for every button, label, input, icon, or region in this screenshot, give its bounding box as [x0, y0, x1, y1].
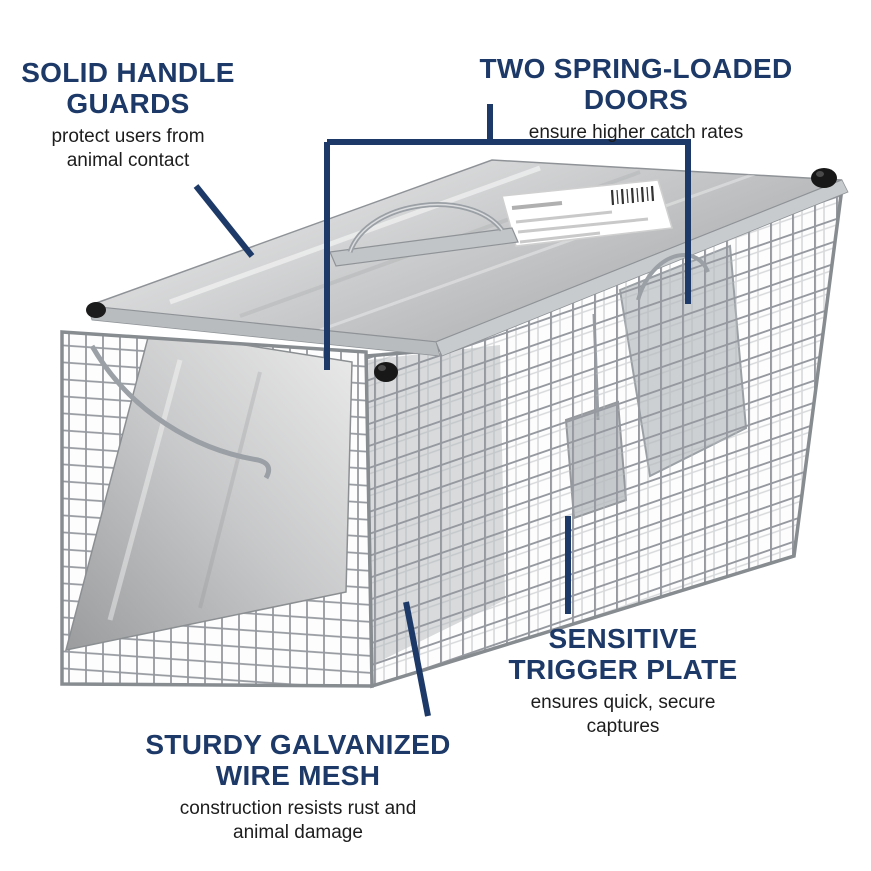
barcode [610, 185, 655, 206]
handle-guards-title-line1: SOLID HANDLE [21, 57, 235, 88]
wire-mesh-title-line2: WIRE MESH [215, 759, 381, 791]
handle-guard-plate [329, 227, 519, 267]
callout-wire-mesh: STURDY GALVANIZED WIRE MESH construction… [144, 729, 452, 844]
label-text-lines [511, 201, 649, 244]
left-door-handle-wire [89, 344, 272, 480]
knob-left-lid-corner [86, 302, 106, 318]
handle-guards-subtitle-line2: animal contact [66, 149, 190, 171]
wire-mesh-subtitle-line2: animal damage [233, 821, 363, 843]
knob-right-end [811, 168, 837, 188]
trigger-plate-subtitle-line2: captures [586, 715, 660, 737]
callout-spring-doors: TWO SPRING-LOADED DOORS ensure higher ca… [430, 53, 842, 145]
spring-doors-subtitle: ensure higher catch rates [528, 121, 744, 143]
lid-handle [329, 202, 519, 267]
callout-lines [193, 104, 691, 717]
callout-line-handle-guards [193, 184, 255, 258]
wire-mesh-title-line1: STURDY GALVANIZED [145, 729, 451, 760]
callout-trigger-plate: SENSITIVE TRIGGER PLATE ensures quick, s… [494, 623, 752, 738]
door-lock-knobs [86, 168, 837, 382]
callout-handle-guards: SOLID HANDLE GUARDS protect users from a… [14, 57, 242, 172]
handle-guards-title-line2: GUARDS [66, 87, 190, 119]
callout-bracket-spring-doors [324, 104, 691, 370]
lid-edge-right [435, 179, 849, 357]
spring-door-arm-wire [636, 253, 710, 301]
left-door-panel [64, 332, 353, 651]
spring-doors-title: TWO SPRING-LOADED DOORS [479, 53, 793, 115]
handle-guards-subtitle-line1: protect users from [51, 125, 205, 147]
trigger-plate-title-line2: TRIGGER PLATE [508, 653, 738, 685]
knob-front-left [374, 362, 398, 382]
trigger-plate-title-line1: SENSITIVE [548, 623, 698, 654]
left-end-panel [60, 330, 374, 688]
wire-mesh-subtitle-line1: construction resists rust and [179, 797, 417, 819]
trigger-plate-subtitle-line1: ensures quick, secure [530, 691, 716, 713]
callout-line-wire-mesh [403, 601, 431, 717]
